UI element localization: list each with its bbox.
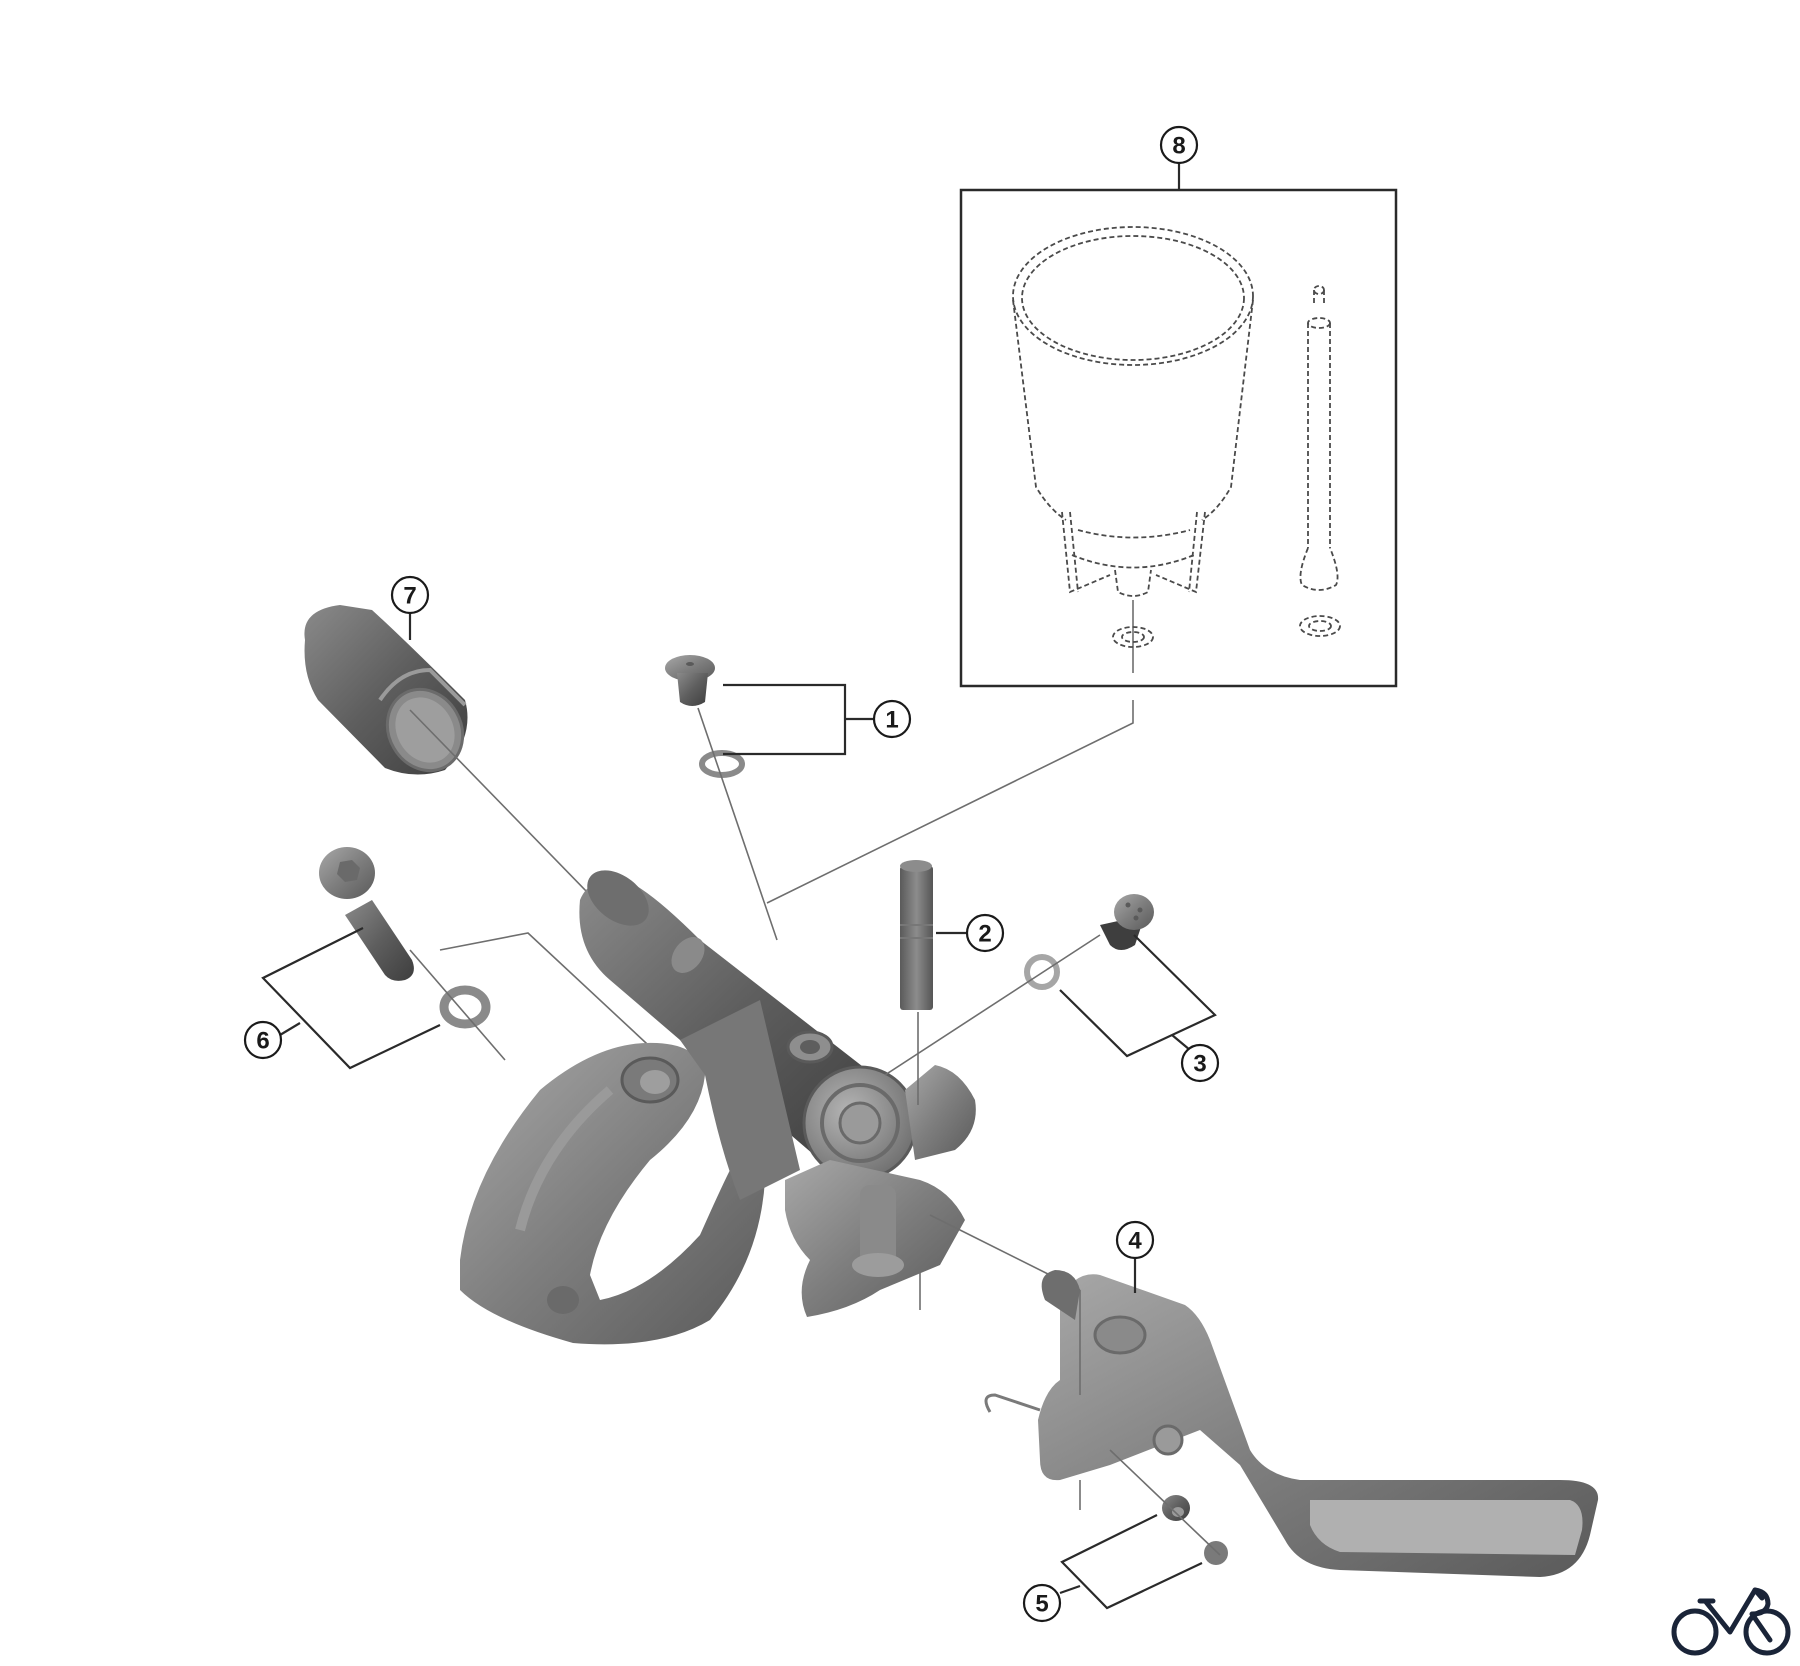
bushing-cap-icon xyxy=(1204,1541,1228,1565)
callout-5-label: 5 xyxy=(1035,1591,1048,1618)
callout-1: 1 xyxy=(872,699,912,739)
callout-4: 4 xyxy=(1115,1220,1155,1260)
callout-7: 7 xyxy=(390,575,430,615)
funnel-kit-box xyxy=(959,188,1398,688)
callout-8-label: 8 xyxy=(1172,133,1185,160)
funnel-stopper-rod-icon xyxy=(1299,285,1339,591)
callout-4-label: 4 xyxy=(1128,1228,1142,1255)
lever-blade-icon xyxy=(984,1270,1599,1577)
callout-6: 6 xyxy=(243,1020,283,1060)
callout-8: 8 xyxy=(1159,125,1199,165)
stopper-washer-icon xyxy=(1299,615,1341,637)
callout-7-label: 7 xyxy=(403,583,416,610)
funnel-washer-icon xyxy=(1112,626,1154,648)
adjust-o-ring-icon xyxy=(1024,954,1060,990)
pivot-pin-icon xyxy=(900,860,933,1010)
reach-adjust-screw-icon xyxy=(1100,894,1154,950)
bushing-icon xyxy=(1162,1495,1190,1521)
callout-2: 2 xyxy=(965,913,1005,953)
clamp-washer-icon xyxy=(439,985,491,1029)
bleed-plug-icon xyxy=(665,655,715,706)
bicycle-icon xyxy=(1671,1587,1791,1656)
reservoir-sleeve-icon xyxy=(304,605,468,775)
funnel-kit-group xyxy=(959,163,1398,688)
clamp-bolt-icon xyxy=(319,847,414,981)
lever-body-icon xyxy=(460,870,976,1345)
callout-1-label: 1 xyxy=(885,707,898,734)
callout-6-label: 6 xyxy=(256,1028,269,1055)
bleed-o-ring-icon xyxy=(699,750,745,778)
callout-5: 5 xyxy=(1022,1583,1062,1623)
bleed-funnel-cup-icon xyxy=(1012,226,1254,597)
callout-3: 3 xyxy=(1180,1043,1220,1083)
callout-3-label: 3 xyxy=(1193,1051,1206,1078)
callout-2-label: 2 xyxy=(978,921,991,948)
